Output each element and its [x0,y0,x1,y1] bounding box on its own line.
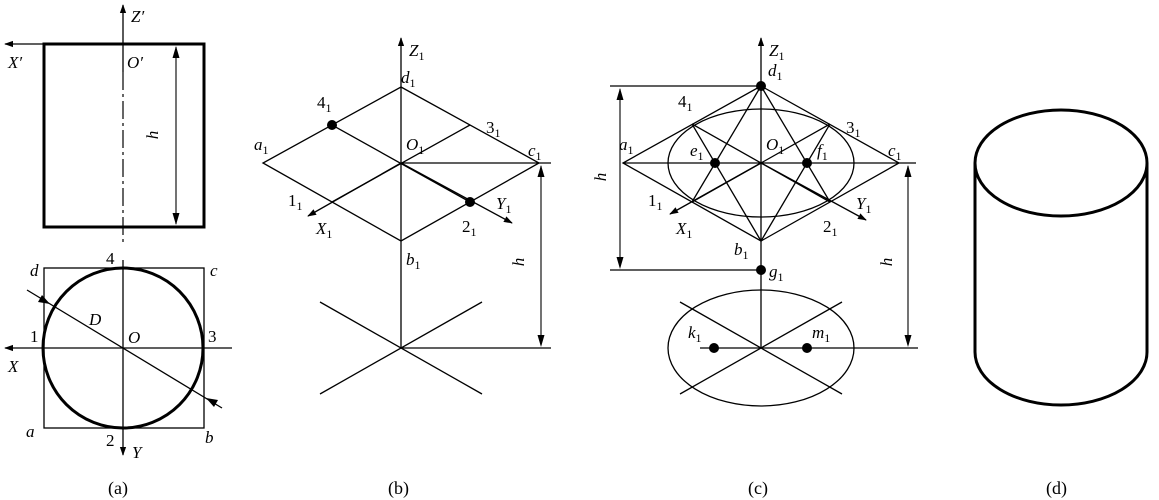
y-axis-label: Y [132,443,143,462]
front-height-label: h [143,131,162,140]
height-arrow-bottom-c-right [904,335,912,347]
p4-label-b: 41 [317,93,332,115]
cylinder-top-ellipse [973,108,1149,218]
line-b1-4 [691,123,762,242]
point-2-label: 2 [106,431,115,450]
point-1-label: 1 [30,327,39,346]
origin-o-label: O [128,328,140,347]
cylinder-bottom-arc [973,351,1149,407]
front-view: Z′ X′ O′ h [4,4,206,242]
f1-label-c: f1 [817,141,828,163]
point-4-label: 4 [106,249,115,268]
x-prime-label: X′ [7,53,22,72]
c1-label-b: c1 [528,141,542,163]
line-d1-2 [760,85,831,203]
point-g1-marker [756,265,766,275]
caption-d: (d) [1046,478,1067,499]
point-3-label: 3 [208,327,217,346]
y1-label-b: Y1 [496,194,511,216]
c1-label-c: c1 [888,141,902,163]
p1-label-c: 11 [648,191,663,213]
x1-label-c: X1 [675,219,692,241]
a1-label-c: a1 [619,135,634,157]
p1-label-b: 11 [288,191,303,213]
point-f1-marker [802,158,812,168]
height-arrow-top-c-right [904,165,912,177]
k1-label-c: k1 [688,323,702,345]
top-view: d c a b 4 1 3 2 D O X Y [4,249,232,462]
d1-label-c: d1 [768,61,783,83]
z-prime-label: Z′ [131,7,144,26]
diameter-arrow-upper [38,295,50,304]
height-arrow-bottom-c-left [616,257,624,269]
y1-axis-c [760,162,867,221]
corner-d-label: d [30,261,39,280]
b1-label-c: b1 [734,240,749,262]
o1-label-c: O1 [766,135,784,157]
panel-d: (d) [973,108,1149,499]
top-rhombus [261,86,541,242]
z1-label-c: Z1 [769,41,784,63]
p3-label-b: 31 [486,118,501,140]
caption-b: (b) [388,478,409,499]
height-arrow-top [172,46,180,58]
y1-axis [400,162,513,224]
g1-label-c: g1 [769,262,784,284]
o1-label-b: O1 [406,135,424,157]
x1-axis-c [669,162,762,215]
height-arrow-top-c-left [616,88,624,100]
point-k1-marker [709,343,719,353]
p2-label-c: 21 [823,217,838,239]
z1-label-b: Z1 [409,41,424,63]
line-b1-3 [760,123,831,242]
point-4-marker-b [327,120,337,130]
p4-label-c: 41 [678,92,693,114]
x-axis-label: X [7,357,19,376]
d1-label-b: d1 [401,68,416,90]
caption-c: (c) [748,478,768,499]
p2-label-b: 21 [462,217,477,239]
corner-c-label: c [210,261,218,280]
b1-label-b: b1 [406,250,421,272]
front-view-rectangle [42,42,206,229]
height-label-b: h [509,258,528,267]
m1-label-c: m1 [812,323,830,345]
panel-c: Z1 d1 41 31 a1 O1 c1 e1 f1 11 21 X1 Y1 b… [591,37,918,499]
y1-label-c: Y1 [856,194,871,216]
p3-label-c: 31 [846,118,861,140]
height-arrow-bottom [172,213,180,225]
caption-a: (a) [108,478,128,499]
o-prime-label: O′ [127,53,143,72]
point-m1-marker [802,343,812,353]
height-label-c-left: h [591,173,610,182]
diameter-line [26,289,223,409]
x1-label-b: X1 [315,219,332,241]
diameter-label: D [88,310,102,329]
line-d1-1 [691,85,762,203]
height-arrow-top-b [537,165,545,177]
panel-a: Z′ X′ O′ h d c a b 4 1 3 2 D O X Y ( [4,4,232,499]
height-arrow-bottom-b [537,335,545,347]
e1-label-c: e1 [690,141,704,163]
corner-a-label: a [26,422,35,441]
a1-label-b: a1 [254,135,269,157]
height-label-c-right: h [877,258,896,267]
x1-axis [307,162,402,217]
corner-b-label: b [205,428,214,447]
point-d1-marker [756,81,766,91]
point-e1-marker [710,158,720,168]
panel-b: Z1 d1 41 31 a1 O1 c1 11 21 Y1 X1 b1 h (b… [254,37,551,499]
point-2-marker-b [465,197,475,207]
diameter-arrow-lower [206,398,218,407]
